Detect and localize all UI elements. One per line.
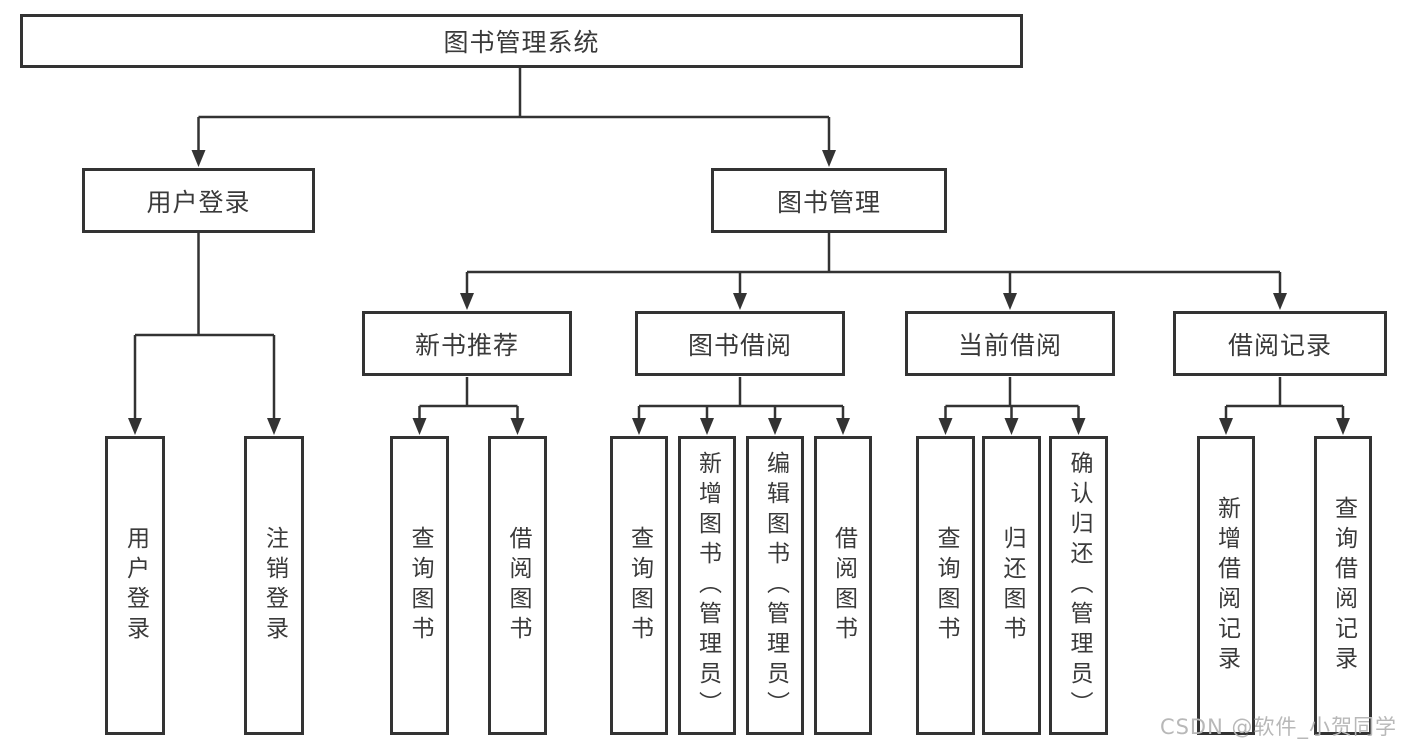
arrow-icon	[1219, 418, 1233, 435]
arrow-icon	[822, 150, 836, 167]
node-label: 编辑图书（管理员）	[762, 450, 789, 721]
node-leaf-query-borrow-record: 查询借阅记录	[1314, 436, 1372, 735]
node-book-management: 图书管理	[711, 168, 947, 233]
node-label: 借阅图书	[830, 525, 857, 646]
node-label: 图书管理	[776, 187, 881, 217]
node-leaf-user-login: 用户登录	[105, 436, 165, 735]
node-label: 新书推荐	[414, 330, 519, 360]
node-leaf-query-books-1: 查询图书	[390, 436, 449, 735]
connector-newbook-to-leaves	[418, 377, 519, 421]
node-label: 借阅记录	[1227, 330, 1332, 360]
connector-borrow-to-leaves	[637, 377, 845, 421]
node-label: 查询图书	[933, 525, 959, 646]
arrow-icon	[412, 418, 427, 435]
csdn-watermark: CSDN @软件_小贺同学	[1159, 715, 1397, 739]
arrow-icon	[1336, 418, 1350, 435]
node-label: 用户登录	[122, 525, 149, 646]
node-leaf-borrow-books-1: 借阅图书	[488, 436, 547, 735]
arrow-icon	[700, 418, 714, 435]
node-user-login: 用户登录	[82, 168, 315, 233]
arrow-icon	[836, 418, 850, 435]
node-label: 注销登录	[261, 525, 288, 646]
connector-bookmgmt-to-l3	[465, 233, 1282, 297]
node-label: 图书借阅	[687, 330, 792, 360]
node-borrowing-records: 借阅记录	[1173, 311, 1387, 376]
node-leaf-return-books: 归还图书	[982, 436, 1041, 735]
arrow-icon	[1273, 293, 1287, 310]
connector-records-to-leaves	[1224, 377, 1345, 421]
arrow-icon	[191, 150, 206, 167]
arrow-icon	[1003, 293, 1017, 310]
node-current-borrowing: 当前借阅	[905, 311, 1115, 376]
node-label: 新增图书（管理员）	[694, 450, 721, 721]
arrow-icon	[733, 293, 747, 310]
node-label: 查询图书	[626, 525, 653, 646]
node-label: 借阅图书	[505, 525, 531, 646]
node-label: 确认归还（管理员）	[1066, 450, 1092, 721]
connector-userlogin-to-leaves	[133, 233, 276, 421]
arrow-icon	[510, 418, 525, 435]
node-label: 查询借阅记录	[1330, 495, 1357, 676]
connector-root-to-l2	[197, 68, 831, 153]
node-new-book-recommend: 新书推荐	[362, 311, 572, 376]
node-label: 图书管理系统	[443, 28, 600, 57]
node-label: 当前借阅	[957, 330, 1062, 360]
arrow-icon	[460, 293, 474, 310]
arrow-icon	[768, 418, 782, 435]
arrowheads	[128, 150, 1350, 435]
node-leaf-query-books-2: 查询图书	[610, 436, 668, 735]
node-label: 查询图书	[407, 525, 433, 646]
node-leaf-confirm-return-admin: 确认归还（管理员）	[1049, 436, 1108, 735]
node-label: 新增借阅记录	[1213, 495, 1240, 676]
arrow-icon	[938, 418, 953, 435]
node-leaf-borrow-books-2: 借阅图书	[814, 436, 872, 735]
arrow-icon	[1004, 418, 1019, 435]
node-label: 用户登录	[146, 187, 251, 217]
node-leaf-add-books-admin: 新增图书（管理员）	[678, 436, 736, 735]
node-book-borrowing: 图书借阅	[635, 311, 845, 376]
node-leaf-logout: 注销登录	[244, 436, 304, 735]
connector-current-to-leaves	[944, 377, 1080, 421]
arrow-icon	[632, 418, 646, 435]
arrow-icon	[1071, 418, 1086, 435]
node-label: 归还图书	[999, 525, 1025, 646]
arrow-icon	[128, 418, 142, 435]
node-leaf-query-books-3: 查询图书	[916, 436, 975, 735]
arrow-icon	[267, 418, 281, 435]
node-leaf-add-borrow-record: 新增借阅记录	[1197, 436, 1255, 735]
node-leaf-edit-books-admin: 编辑图书（管理员）	[746, 436, 804, 735]
node-root-library-system: 图书管理系统	[20, 14, 1023, 68]
